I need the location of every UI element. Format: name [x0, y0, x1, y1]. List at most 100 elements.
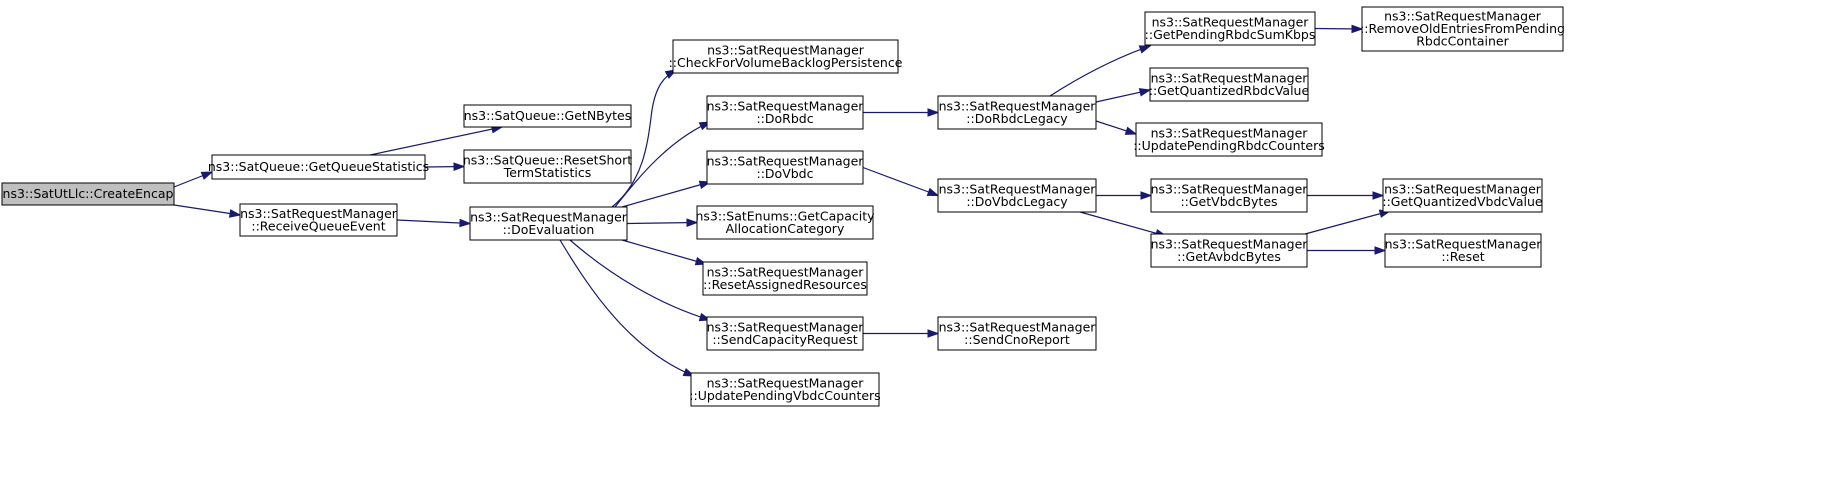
node-box	[1149, 67, 1309, 102]
edge-line	[569, 239, 711, 321]
node-label-line: ::UpdatePendingVbdcCounters	[689, 388, 880, 403]
node-box	[1384, 233, 1542, 268]
node-label-line: ::GetQuantizedRbdcValue	[1149, 83, 1310, 98]
node-reset[interactable]: ns3::SatRequestManager::Reset	[1384, 233, 1543, 268]
node-label-line: ns3::SatRequestManager	[1151, 125, 1309, 140]
edge-line	[1049, 45, 1151, 97]
node-box	[469, 206, 628, 241]
node-get-vbdc-bytes[interactable]: ns3::SatRequestManager::GetVbdcBytes	[1150, 178, 1309, 213]
node-label-line: TermStatistics	[503, 165, 591, 180]
edge-do-rbdc-legacy-to-get-pending-rbdc-sum-kbps	[1049, 45, 1152, 97]
node-box	[706, 150, 864, 185]
node-do-vbdc-legacy[interactable]: ns3::SatRequestManager::DoVbdcLegacy	[937, 178, 1097, 213]
node-label-line: ::GetPendingRbdcSumKbps	[1145, 27, 1316, 42]
node-label-line: ns3::SatRequestManager	[939, 181, 1097, 196]
edge-line	[559, 239, 695, 377]
arrowhead	[1372, 191, 1385, 200]
edge-create-encap-to-get-queue-statistics	[173, 171, 214, 188]
node-get-pending-rbdc-sum-kbps[interactable]: ns3::SatRequestManager::GetPendingRbdcSu…	[1144, 11, 1316, 46]
node-box	[1135, 122, 1323, 157]
node-label-line: ns3::SatRequestManager	[1384, 181, 1542, 196]
arrowhead	[926, 187, 940, 197]
node-box	[672, 39, 899, 74]
edge-receive-queue-event-to-do-evaluation	[396, 218, 472, 228]
edge-do-vbdc-to-do-vbdc-legacy	[862, 166, 940, 197]
edge-do-evaluation-to-check-for-volume-backlog-persistence	[611, 69, 678, 208]
node-label-line: ns3::SatRequestManager	[1151, 70, 1309, 85]
node-get-quantized-vbdc-value[interactable]: ns3::SatRequestManager::GetQuantizedVbdc…	[1382, 178, 1543, 213]
arrowhead	[453, 162, 466, 171]
node-label-line: ns3::SatRequestManager	[707, 153, 865, 168]
node-do-vbdc[interactable]: ns3::SatRequestManager::DoVbdc	[706, 150, 865, 185]
edge-line	[614, 121, 711, 208]
node-label-line: ns3::SatRequestManager	[707, 319, 865, 334]
node-label-line: ns3::SatQueue::GetNBytes	[464, 108, 632, 123]
node-get-capacity-allocation-category[interactable]: ns3::SatEnums::GetCapacityAllocationCate…	[695, 205, 875, 240]
edge-do-rbdc-legacy-to-get-quantized-rbdc-value	[1095, 88, 1152, 103]
edge-do-vbdc-legacy-to-get-avbdc-bytes	[1079, 211, 1168, 238]
edge-line	[1079, 211, 1167, 237]
node-remove-old-entries-from-pending-rbdc-container[interactable]: ns3::SatRequestManager::RemoveOldEntries…	[1360, 6, 1565, 52]
edge-line	[369, 126, 503, 156]
node-label-line: ns3::SatRequestManager	[939, 98, 1097, 113]
node-label-line: ns3::SatRequestManager	[240, 206, 398, 221]
node-send-capacity-request[interactable]: ns3::SatRequestManager::SendCapacityRequ…	[706, 316, 865, 351]
node-box	[937, 178, 1097, 213]
node-get-quantized-rbdc-value[interactable]: ns3::SatRequestManager::GetQuantizedRbdc…	[1149, 67, 1310, 102]
node-label-line: ::SendCapacityRequest	[712, 332, 857, 347]
node-label-line: ::DoRbdcLegacy	[966, 111, 1068, 126]
node-label-line: ::DoVbdcLegacy	[966, 194, 1068, 209]
node-get-avbdc-bytes[interactable]: ns3::SatRequestManager::GetAvbdcBytes	[1150, 233, 1309, 268]
nodes-layer: ns3::SatUtLlc::CreateEncap ns3::SatQueue:…	[1, 6, 1565, 407]
node-label-line: ::Reset	[1441, 249, 1484, 264]
node-label-line: ns3::SatRequestManager	[1385, 236, 1543, 251]
node-label-line: ns3::SatRequestManager	[939, 319, 1097, 334]
edge-send-capacity-request-to-send-cno-report	[863, 329, 940, 338]
arrowhead	[1140, 191, 1153, 200]
node-box	[706, 95, 864, 130]
node-box	[937, 95, 1097, 130]
node-get-queue-statistics[interactable]: ns3::SatQueue::GetQueueStatistics	[208, 154, 429, 180]
arrowhead	[1351, 24, 1364, 34]
node-label-line: ::DoVbdc	[757, 166, 814, 181]
node-label-line: ns3::SatRequestManager	[470, 209, 628, 224]
node-receive-queue-event[interactable]: ns3::SatRequestManager::ReceiveQueueEven…	[239, 203, 398, 237]
arrowhead	[927, 108, 940, 117]
arrowhead	[927, 329, 940, 338]
edge-do-rbdc-legacy-to-update-pending-rbdc-counters	[1095, 120, 1138, 135]
node-get-n-bytes[interactable]: ns3::SatQueue::GetNBytes	[463, 104, 632, 128]
node-update-pending-vbdc-counters[interactable]: ns3::SatRequestManager::UpdatePendingVbd…	[689, 372, 881, 407]
arrowhead	[459, 218, 472, 228]
node-box	[1150, 233, 1308, 268]
node-label-line: ::RemoveOldEntriesFromPending	[1360, 21, 1565, 36]
node-label-line: ::SendCnoReport	[964, 332, 1070, 347]
node-box	[1150, 178, 1308, 213]
node-send-cno-report[interactable]: ns3::SatRequestManager::SendCnoReport	[937, 316, 1097, 351]
node-label-line: ::UpdatePendingRbdcCounters	[1133, 138, 1325, 153]
node-create-encap[interactable]: ns3::SatUtLlc::CreateEncap	[1, 182, 175, 206]
node-box	[1382, 178, 1543, 213]
node-do-rbdc[interactable]: ns3::SatRequestManager::DoRbdc	[706, 95, 865, 130]
node-box	[706, 316, 864, 351]
node-box	[690, 372, 880, 407]
node-label-line: ::ResetAssignedResources	[703, 277, 867, 292]
node-label-line: ns3::SatRequestManager	[707, 375, 865, 390]
edge-line	[396, 219, 471, 225]
node-update-pending-rbdc-counters[interactable]: ns3::SatRequestManager::UpdatePendingRbd…	[1133, 122, 1325, 157]
node-box	[211, 154, 426, 180]
node-reset-assigned-resources[interactable]: ns3::SatRequestManager::ResetAssignedRes…	[702, 261, 868, 296]
node-check-for-volume-backlog-persistence[interactable]: ns3::SatRequestManager::CheckForVolumeBa…	[669, 39, 903, 74]
node-label-line: ::CheckForVolumeBacklogPersistence	[669, 55, 903, 70]
node-do-rbdc-legacy[interactable]: ns3::SatRequestManager::DoRbdcLegacy	[937, 95, 1097, 130]
edge-get-avbdc-bytes-to-get-quantized-vbdc-value	[1304, 209, 1392, 235]
node-label-line: ::DoEvaluation	[503, 222, 595, 237]
edge-create-encap-to-receive-queue-event	[173, 204, 242, 218]
node-box	[937, 316, 1097, 351]
node-label-line: ns3::SatQueue::ResetShort	[463, 152, 632, 167]
node-label-line: ns3::SatRequestManager	[1152, 14, 1310, 29]
node-label-line: ns3::SatRequestManager	[1384, 9, 1542, 24]
node-label-line: ns3::SatRequestManager	[1151, 181, 1309, 196]
node-do-evaluation[interactable]: ns3::SatRequestManager::DoEvaluation	[469, 206, 628, 241]
arrowhead	[1124, 126, 1138, 135]
